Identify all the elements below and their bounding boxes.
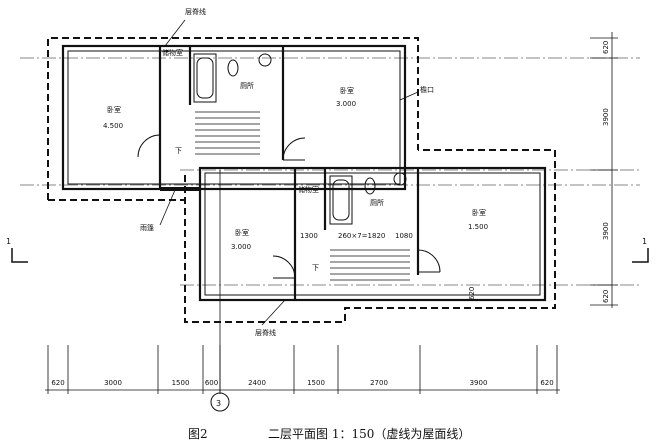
svg-text:4.500: 4.500 — [103, 122, 123, 130]
section-mark-right — [632, 248, 649, 263]
bottom-dim: 2400 — [248, 379, 266, 387]
ridge-label-bottom: 层脊线 — [255, 328, 276, 337]
toilet-label: 厕所 — [370, 198, 384, 207]
bottom-dim: 3900 — [470, 379, 488, 387]
bottom-dim: 3000 — [104, 379, 122, 387]
bottom-dim: 620 — [51, 379, 64, 387]
stair-dim: 260×7=1820 — [338, 232, 385, 240]
canopy-label: 雨篷 — [140, 223, 154, 232]
room-label: 卧室 3.000 — [336, 86, 356, 108]
storage-label: 储物室 — [298, 185, 319, 194]
svg-text:卧室: 卧室 — [340, 86, 354, 95]
svg-text:1.500: 1.500 — [468, 223, 488, 231]
roof-outline — [47, 37, 556, 323]
right-dim: 3900 — [602, 222, 610, 240]
axis-lines — [20, 57, 640, 286]
section-mark-left — [11, 248, 28, 263]
room-label: 卧室 1.500 — [468, 208, 488, 231]
eaves-label: 檐口 — [420, 85, 434, 94]
stair-dim: 1300 — [300, 232, 318, 240]
bottom-dim: 1500 — [307, 379, 325, 387]
stair-down-label: 下 — [312, 264, 319, 272]
stair-down-label: 下 — [175, 147, 182, 155]
svg-text:3.000: 3.000 — [336, 100, 356, 108]
right-dim: 620 — [602, 290, 610, 303]
fixtures — [137, 53, 441, 281]
svg-text:3.000: 3.000 — [231, 243, 251, 251]
figure-title: 二层平面图 1：150（虚线为屋面线） — [268, 427, 470, 441]
room-label: 卧室 4.500 — [103, 105, 123, 130]
stair-dim: 1080 — [395, 232, 413, 240]
right-dim: 620 — [602, 41, 610, 54]
room-label: 卧室 3.000 — [231, 228, 251, 251]
bottom-dim: 2700 — [370, 379, 388, 387]
storage-label: 储物室 — [162, 48, 183, 57]
walls — [61, 44, 547, 302]
svg-text:卧室: 卧室 — [235, 228, 249, 237]
section-number-right: 1 — [642, 237, 647, 246]
axis-label: 3 — [216, 399, 221, 408]
bottom-dim: 620 — [540, 379, 553, 387]
bottom-dim: 1500 — [172, 379, 190, 387]
svg-text:卧室: 卧室 — [107, 105, 121, 114]
small-dim: 620 — [468, 287, 476, 300]
dimension-right — [590, 32, 618, 308]
toilet-label: 厕所 — [240, 81, 254, 90]
figure-number: 图2 — [188, 427, 208, 441]
dimension-bottom — [45, 345, 560, 394]
ridge-label-top: 层脊线 — [185, 7, 206, 16]
svg-text:卧室: 卧室 — [472, 208, 486, 217]
bottom-dim: 600 — [205, 379, 218, 387]
right-dim: 3900 — [602, 108, 610, 126]
axis-bubble — [210, 392, 230, 412]
section-number-left: 1 — [6, 237, 11, 246]
